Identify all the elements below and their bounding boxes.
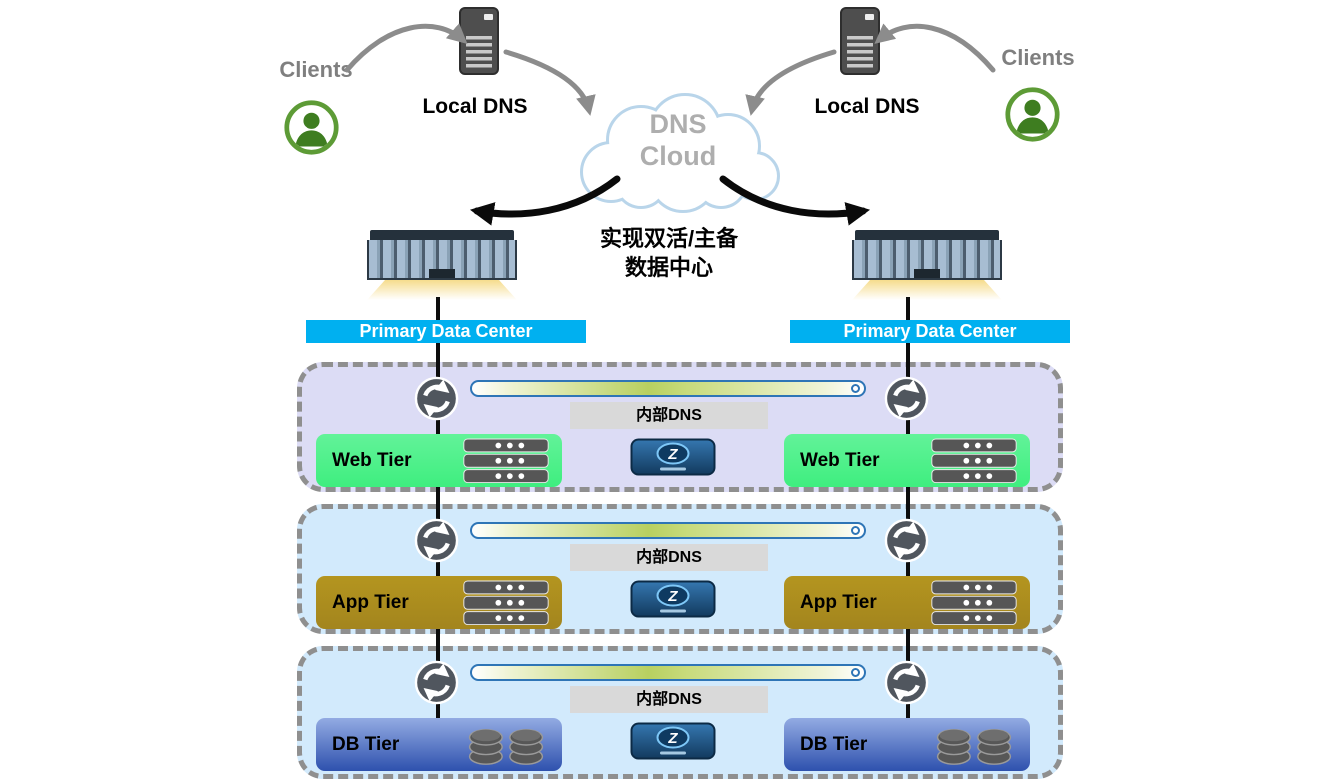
tier-box-label: DB Tier [800, 733, 868, 755]
caption: 实现双活/主备 数据中心 [549, 224, 789, 282]
datacenter-glow [852, 280, 1002, 300]
sync-icon [413, 517, 460, 564]
db-tier-box-right: DB Tier [784, 718, 1030, 771]
caption-line1: 实现双活/主备 [599, 226, 739, 251]
tier-box-label: App Tier [332, 591, 409, 613]
bar-endcap [851, 526, 860, 535]
datacenter-icon-right [852, 230, 1002, 300]
datacenter-roof [855, 230, 999, 240]
clients-person-icon-left [283, 99, 340, 156]
datacenter-roof [370, 230, 514, 240]
tier-section-app: 内部DNS App Tier Z App Tier [297, 504, 1063, 634]
zdns-appliance-icon: Z [630, 580, 716, 618]
dc-link-line-right [906, 297, 910, 737]
server-stack-icon [931, 437, 1017, 483]
appliance-logo: Z [667, 446, 678, 463]
app-tier-box-right: App Tier [784, 576, 1030, 629]
dc-link-line-left [436, 297, 440, 737]
local-dns-label-right: Local DNS [814, 95, 920, 118]
datacenter-icon-left [367, 230, 517, 300]
caption-line2: 数据中心 [624, 255, 713, 280]
tier-box-label: Web Tier [800, 449, 880, 471]
appliance-logo: Z [667, 588, 678, 605]
zdns-appliance-icon: Z [630, 722, 716, 760]
sync-link-bar [470, 380, 866, 397]
tier-section-db: 内部DNS DB Tier Z DB Tier [297, 646, 1063, 779]
datacenter-glow [367, 280, 517, 300]
bar-endcap [851, 668, 860, 677]
web-tier-box-left: Web Tier [316, 434, 562, 487]
server-stack-icon [463, 579, 549, 625]
appliance-logo: Z [667, 730, 678, 747]
database-icon [468, 728, 544, 765]
app-tier-box-left: App Tier [316, 576, 562, 629]
local-dns-server-icon-right [838, 6, 882, 78]
tier-box-label: DB Tier [332, 733, 400, 755]
bar-endcap [851, 384, 860, 393]
internal-dns-label: 内部DNS [570, 544, 768, 571]
sync-icon [883, 375, 930, 422]
sync-icon [883, 659, 930, 706]
tier-section-web: 内部DNS Web Tier Z Web Tier [297, 362, 1063, 492]
sync-link-bar [470, 522, 866, 539]
web-tier-box-right: Web Tier [784, 434, 1030, 487]
clients-label-left: Clients [279, 57, 353, 82]
zdns-appliance-icon: Z [630, 438, 716, 476]
clients-label-right: Clients [1001, 45, 1075, 70]
local-dns-label-left: Local DNS [422, 95, 528, 118]
sync-icon [413, 659, 460, 706]
db-tier-box-left: DB Tier [316, 718, 562, 771]
arrow-clients-to-dns-right [874, 23, 996, 73]
datacenter-banner-left: Primary Data Center [306, 320, 586, 343]
dns-cloud-title: DNS Cloud [563, 108, 793, 172]
sync-icon [413, 375, 460, 422]
internal-dns-label: 内部DNS [570, 686, 768, 713]
server-stack-icon [463, 437, 549, 483]
server-stack-icon [931, 579, 1017, 625]
dns-cloud-title-line1: DNS [649, 109, 707, 139]
datacenter-front [852, 240, 1002, 280]
datacenter-banner-right: Primary Data Center [790, 320, 1070, 343]
sync-icon [883, 517, 930, 564]
internal-dns-label: 内部DNS [570, 402, 768, 429]
sync-link-bar [470, 664, 866, 681]
clients-person-icon-right [1004, 86, 1061, 143]
database-icon [936, 728, 1012, 765]
tier-box-label: Web Tier [332, 449, 412, 471]
dns-cloud-title-line2: Cloud [639, 141, 717, 171]
tier-box-label: App Tier [800, 591, 877, 613]
local-dns-server-icon-left [457, 6, 501, 78]
datacenter-front [367, 240, 517, 280]
